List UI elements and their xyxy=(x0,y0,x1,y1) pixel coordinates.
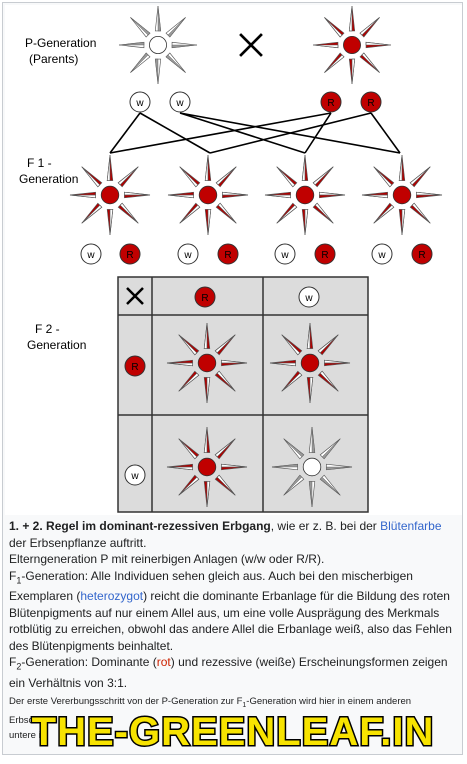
caption-f2: F2-Generation: Dominante (rot) und rezes… xyxy=(9,655,448,691)
label-f2-line1: F 2 - xyxy=(35,322,60,336)
f1-flower-3 xyxy=(265,155,345,235)
label-f1-line1: F 1 - xyxy=(27,156,52,170)
svg-text:R: R xyxy=(201,293,208,304)
p-gamete-w2: w xyxy=(169,91,191,113)
caption-p-line: Elterngeneration P mit reinerbigen Anlag… xyxy=(9,552,325,566)
caption-small-note: Der erste Vererbungsschritt von der P-Ge… xyxy=(9,695,412,741)
svg-text:w: w xyxy=(86,250,95,261)
svg-text:R: R xyxy=(327,98,334,109)
label-f2-line2: Generation xyxy=(27,338,86,352)
punnett-square: R w R w xyxy=(117,276,369,513)
cross-icon xyxy=(239,33,263,57)
svg-text:R: R xyxy=(131,362,138,373)
svg-text:R: R xyxy=(418,250,425,261)
f1-gamete-r3: R xyxy=(314,243,336,265)
punnett-header-w: w xyxy=(298,286,320,308)
svg-text:w: w xyxy=(377,250,386,261)
parent-flower-white xyxy=(119,6,197,84)
punnett-row-r: R xyxy=(124,355,146,377)
f1-gamete-w2: w xyxy=(177,243,199,265)
f1-flower-4 xyxy=(362,155,442,235)
svg-text:w: w xyxy=(135,98,144,109)
punnett-cross-icon xyxy=(126,287,144,305)
caption-intro: 1. + 2. Regel im dominant-rezessiven Erb… xyxy=(9,519,442,550)
f1-flower-2 xyxy=(168,155,248,235)
inheritance-diagram: P-Generation (Parents) w w R R F 1 - Gen… xyxy=(5,5,462,515)
watermark: THE-GREENLEAF.IN xyxy=(0,703,467,759)
svg-text:R: R xyxy=(126,250,133,261)
f2-flower-rw xyxy=(270,323,350,403)
parent-flower-red xyxy=(313,6,391,84)
f2-flower-wr xyxy=(167,427,247,507)
p-gamete-w1: w xyxy=(129,91,151,113)
f1-flower-1 xyxy=(70,155,150,235)
svg-text:w: w xyxy=(183,250,192,261)
label-p-generation: P-Generation xyxy=(25,36,96,50)
caption-f1: F1-Generation: Alle Individuen sehen gle… xyxy=(9,568,452,653)
punnett-header-r: R xyxy=(194,286,216,308)
text-rot: rot xyxy=(156,655,171,670)
f1-gamete-w1: w xyxy=(80,243,102,265)
f2-flower-ww xyxy=(272,427,352,507)
link-bluetenfarbe[interactable]: Blütenfarbe xyxy=(380,519,442,533)
svg-text:R: R xyxy=(367,98,374,109)
label-f1-line2: Generation xyxy=(19,172,78,186)
f1-gamete-r4: R xyxy=(411,243,433,265)
svg-text:w: w xyxy=(130,471,139,482)
figure-caption: 1. + 2. Regel im dominant-rezessiven Erb… xyxy=(9,518,461,743)
link-heterozygot[interactable]: heterozygot xyxy=(80,589,144,604)
label-parents: (Parents) xyxy=(29,52,78,66)
svg-text:R: R xyxy=(321,250,328,261)
svg-text:w: w xyxy=(175,98,184,109)
f1-gamete-r1: R xyxy=(119,243,141,265)
f1-gamete-w4: w xyxy=(371,243,393,265)
watermark-text: THE-GREENLEAF.IN xyxy=(32,710,435,754)
watermark-svg: THE-GREENLEAF.IN xyxy=(30,709,435,756)
f2-flower-rr xyxy=(167,323,247,403)
p-gamete-r2: R xyxy=(360,91,382,113)
cross-lines xyxy=(109,112,401,154)
svg-text:w: w xyxy=(280,250,289,261)
svg-text:w: w xyxy=(304,293,313,304)
punnett-row-w: w xyxy=(124,464,146,486)
diagram-svg: P-Generation (Parents) w w R R F 1 - Gen… xyxy=(19,5,462,513)
f1-gamete-r2: R xyxy=(217,243,239,265)
svg-text:R: R xyxy=(224,250,231,261)
caption-title: 1. + 2. Regel im dominant-rezessiven Erb… xyxy=(9,519,271,533)
p-gamete-r1: R xyxy=(320,91,342,113)
f1-gamete-w3: w xyxy=(274,243,296,265)
